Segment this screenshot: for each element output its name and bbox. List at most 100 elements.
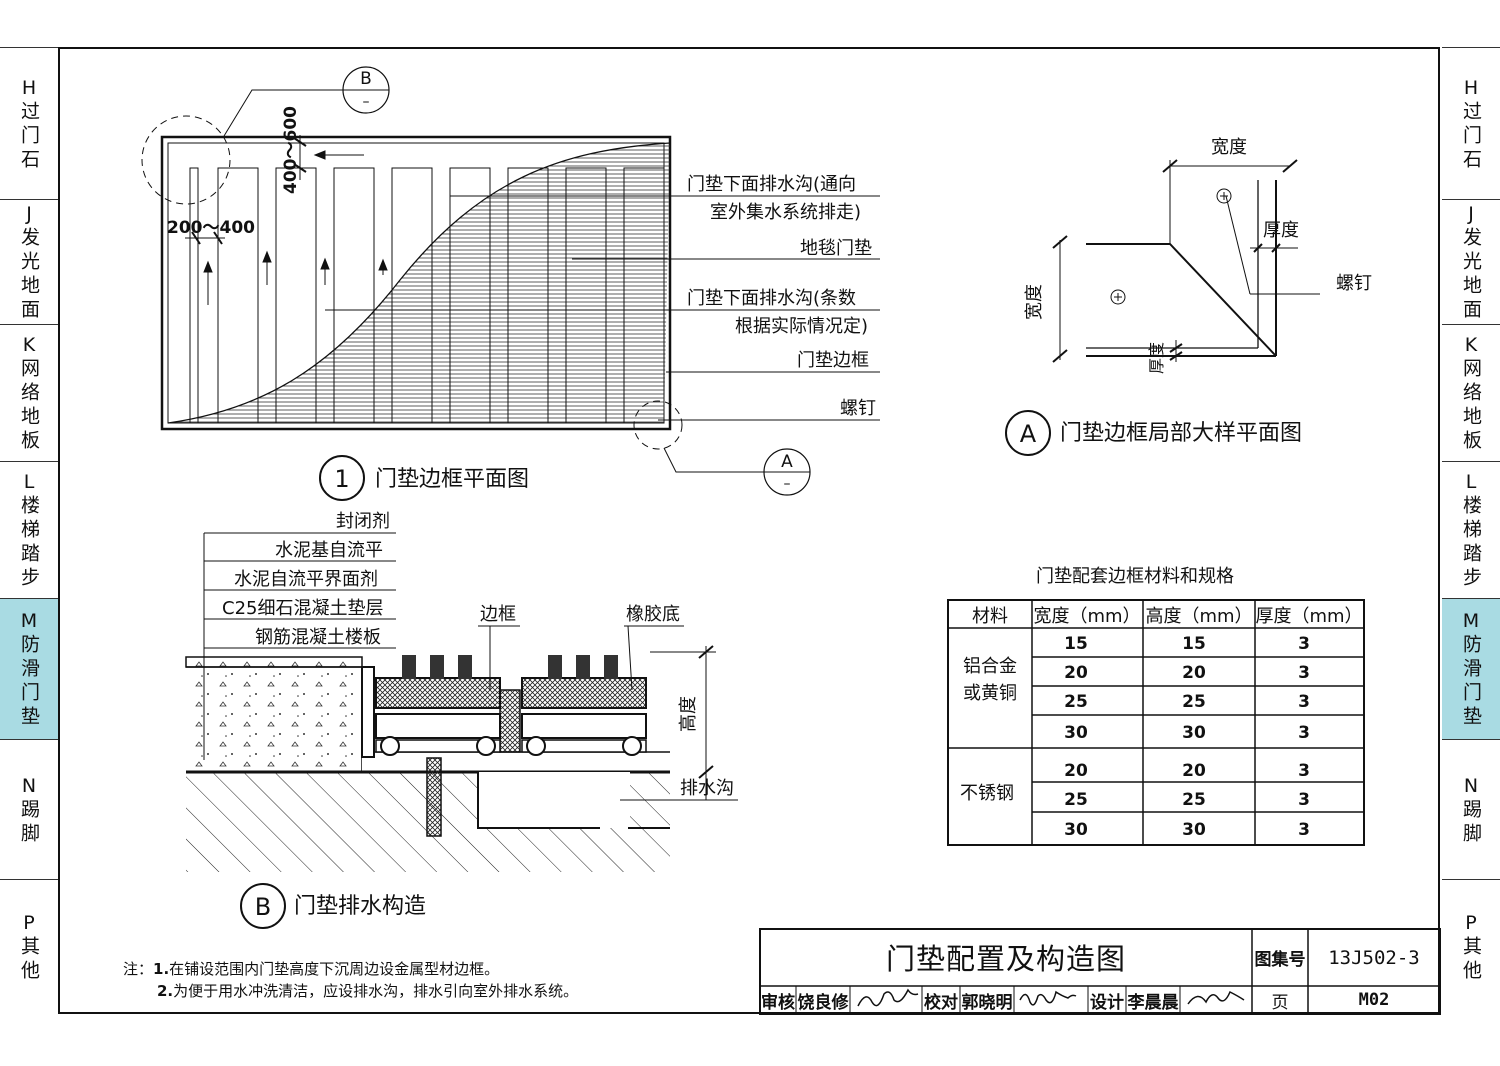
index-tab-label: 踢脚	[18, 798, 40, 847]
index-tab-label: 网络地板	[18, 358, 40, 454]
plan-label-3: 地毯门垫	[800, 238, 872, 259]
designer-signature	[1187, 990, 1245, 1005]
detail-b-layer-2: 水泥基自流平	[275, 540, 383, 561]
note-1-num: 1.	[153, 960, 170, 978]
index-tab-code: J	[26, 203, 32, 225]
detail-b-drain-label: 排水沟	[680, 778, 734, 799]
spec-cell: 20	[1182, 761, 1206, 781]
spec-cell: 20	[1182, 663, 1206, 683]
detail-b-height-label: 高度	[678, 696, 699, 732]
plan-callout-a-sub: –	[784, 476, 791, 492]
spec-cell: 25	[1064, 790, 1088, 810]
spec-cell: 20	[1064, 663, 1088, 683]
review-label: 审核	[761, 992, 795, 1013]
title-block	[759, 928, 1441, 1015]
checker-name: 郭晓明	[961, 992, 1013, 1013]
spec-material-2: 不锈钢	[960, 783, 1014, 804]
plan-callout-a-letter: A	[781, 452, 793, 472]
drawing-title: 门垫配置及构造图	[885, 942, 1126, 976]
spec-cell: 3	[1298, 634, 1310, 654]
detail-b-layer-5: 钢筋混凝土楼板	[255, 627, 381, 648]
check-label: 校对	[924, 992, 958, 1013]
spec-material-1b: 或黄铜	[963, 683, 1017, 704]
spec-table-caption: 门垫配套边框材料和规格	[1036, 566, 1234, 587]
plan-label-5: 根据实际情况定)	[735, 316, 868, 337]
spec-cell: 3	[1298, 663, 1310, 683]
spec-header-width: 宽度（mm）	[1033, 606, 1140, 627]
spec-material-1a: 铝合金	[963, 656, 1017, 677]
spec-cell: 25	[1182, 692, 1206, 712]
detail-a-width-top: 宽度	[1211, 137, 1247, 158]
index-tab-label: 踢脚	[1460, 798, 1482, 847]
spec-cell: 3	[1298, 820, 1310, 840]
spec-cell: 3	[1298, 761, 1310, 781]
reviewer-signature	[857, 988, 919, 1007]
spec-cell: 30	[1064, 820, 1088, 840]
plan-title-number: 1	[334, 465, 349, 493]
atlas-number: 13J502-3	[1328, 946, 1420, 969]
index-tab-label: 楼梯踏步	[18, 495, 40, 591]
plan-dim-spacing: 400～600	[281, 106, 301, 194]
spec-cell: 20	[1064, 761, 1088, 781]
plan-label-7: 螺钉	[840, 398, 876, 419]
plan-label-6: 门垫边框	[797, 350, 869, 371]
index-tab-code: N	[1463, 774, 1479, 797]
detail-a-thickness-side: 厚度	[1147, 342, 1166, 374]
notes-prefix: 注：	[123, 960, 154, 978]
index-tab-label: 防滑门垫	[18, 634, 40, 730]
spec-cell: 25	[1064, 692, 1088, 712]
note-2-num: 2.	[157, 982, 174, 1000]
detail-b: 封闭剂 水泥基自流平 水泥自流平界面剂 C25细石混凝土垫层 钢筋混凝土楼板	[185, 511, 738, 929]
detail-b-frame-label: 边框	[480, 604, 516, 625]
index-tab-label: 其他	[1460, 936, 1482, 984]
page-label: 页	[1271, 992, 1289, 1013]
spec-cell: 30	[1182, 723, 1206, 743]
page-number: M02	[1358, 990, 1390, 1010]
spec-cell: 3	[1298, 723, 1310, 743]
plan-label-1: 门垫下面排水沟(通向	[687, 174, 856, 195]
plan-label-2: 室外集水系统排走)	[710, 202, 861, 223]
index-tab-code: L	[23, 471, 35, 493]
detail-b-rubber-label: 橡胶底	[626, 604, 680, 625]
reviewer-name: 饶良修	[797, 992, 849, 1013]
index-tab-code: K	[1464, 334, 1478, 356]
index-tab-label: 过门石	[1460, 100, 1482, 173]
index-tab-label: 其他	[18, 936, 40, 984]
spec-header-height: 高度（mm）	[1145, 606, 1252, 627]
designer-name: 李晨晨	[1127, 992, 1179, 1013]
detail-b-title: 门垫排水构造	[294, 894, 426, 919]
plan-dim-gap: 200～400	[167, 218, 255, 238]
index-tab-code: N	[21, 774, 37, 797]
atlas-label: 图集号	[1254, 950, 1306, 970]
plan-callout-b-letter: B	[360, 69, 372, 89]
index-tab-code: K	[22, 334, 36, 356]
detail-a-thickness-top: 厚度	[1263, 220, 1299, 241]
detail-b-layer-1: 封闭剂	[336, 511, 390, 532]
spec-cell: 3	[1298, 790, 1310, 810]
index-tab-code: H	[1463, 76, 1479, 99]
note-2-text: 为便于用水冲洗清洁，应设排水沟，排水引向室外排水系统。	[173, 982, 579, 1000]
detail-a-width-side: 宽度	[1024, 284, 1045, 320]
index-tab-code: P	[1465, 912, 1477, 934]
plan-title: 门垫边框平面图	[375, 467, 529, 492]
plan-callout-b-sub: –	[363, 94, 370, 110]
spec-cell: 15	[1182, 634, 1206, 654]
index-tab-label: 发光地面	[1460, 227, 1482, 323]
spec-cell: 15	[1064, 634, 1088, 654]
index-tab-code: L	[1465, 471, 1477, 493]
